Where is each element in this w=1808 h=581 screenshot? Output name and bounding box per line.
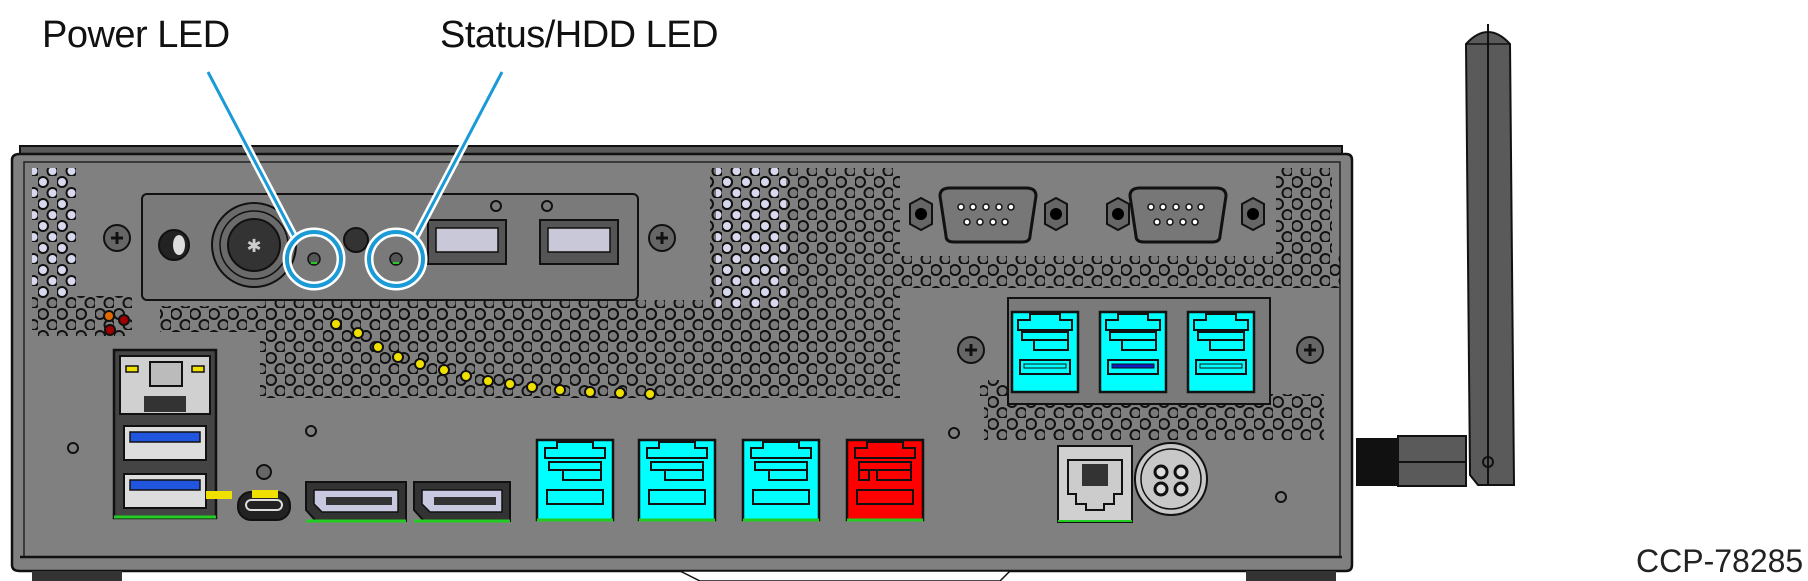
vent-grid-center — [160, 168, 1340, 440]
vent-dot — [104, 324, 116, 336]
powered-usb-12v-5[interactable] — [637, 438, 717, 522]
db9-com-2[interactable] — [1106, 186, 1265, 244]
usb-c-port[interactable] — [206, 464, 291, 521]
vent-dot — [118, 314, 130, 326]
screw-icon — [1296, 336, 1324, 364]
status-hdd-led — [389, 252, 403, 266]
mount-hole — [67, 442, 79, 454]
usb-a-port-2[interactable] — [539, 200, 619, 265]
powered-usb-12v-1[interactable] — [1010, 310, 1080, 394]
reset-button[interactable] — [343, 227, 369, 253]
screw-icon — [957, 336, 985, 364]
powered-usb-12v-6[interactable] — [741, 438, 821, 522]
dc-power-in[interactable] — [1134, 442, 1208, 516]
audio-jack[interactable] — [158, 229, 190, 261]
powered-usb-12v-2[interactable] — [1098, 310, 1168, 394]
callout-label-power-led: Power LED — [42, 14, 230, 56]
displayport-1[interactable] — [305, 481, 407, 523]
power-led — [307, 252, 321, 266]
svg-text:✱: ✱ — [246, 236, 261, 257]
vent-dot — [103, 310, 115, 322]
powered-usb-12v-4[interactable] — [535, 438, 615, 522]
vent-highlights — [330, 318, 656, 400]
callout-status-hdd-led — [364, 70, 506, 291]
wifi-antenna — [1356, 24, 1516, 487]
usb3-port-2[interactable] — [123, 473, 207, 509]
powered-usb-12v-3[interactable] — [1186, 310, 1256, 394]
displayport-2[interactable] — [413, 481, 511, 523]
callout-label-status-hdd-led: Status/HDD LED — [440, 14, 719, 56]
screw-icon — [103, 224, 131, 252]
usb3-port-1[interactable] — [123, 425, 207, 461]
screw-icon — [648, 224, 676, 252]
callout-power-led — [204, 70, 346, 291]
ethernet-rj45[interactable] — [119, 355, 211, 415]
mount-hole — [948, 427, 960, 439]
cash-drawer-rj12[interactable] — [1057, 445, 1133, 523]
powered-usb-24v[interactable] — [845, 438, 925, 522]
mount-hole — [305, 425, 317, 437]
mount-hole — [1275, 491, 1287, 503]
figure-id: CCP-78285 — [1636, 543, 1804, 579]
usb-a-port-1[interactable] — [427, 200, 507, 265]
db9-com-1[interactable] — [909, 186, 1068, 244]
